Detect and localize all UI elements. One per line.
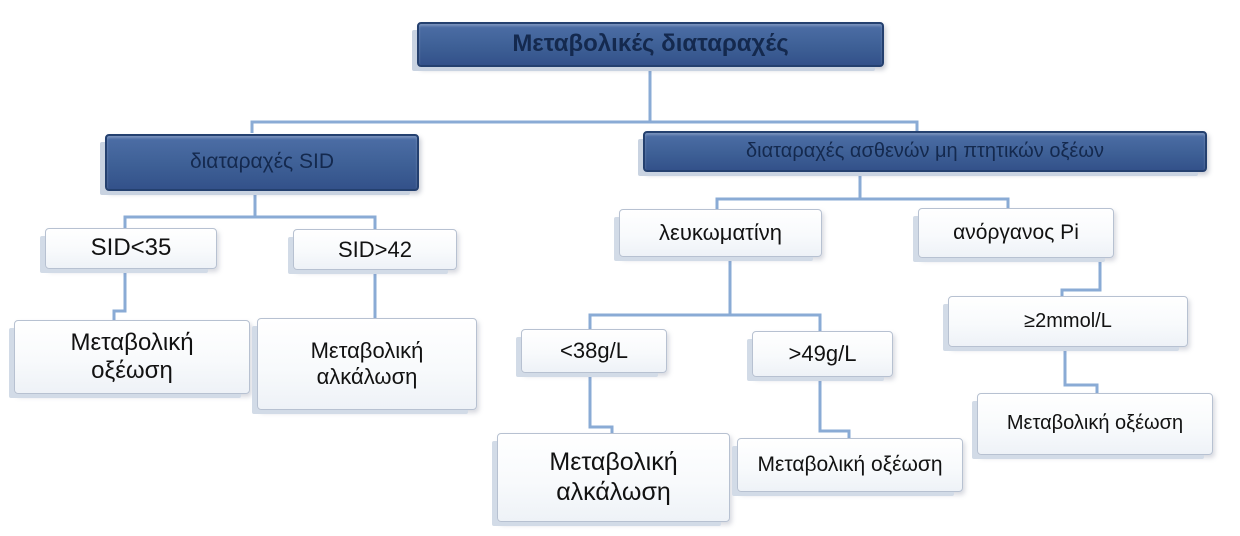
- connector: [123, 215, 377, 230]
- node-metabolic-acidosis-sid: Μεταβολική οξέωση: [14, 320, 250, 394]
- node-label: Μεταβολική οξέωση: [70, 328, 194, 384]
- node-inorganic-pi: ανόργανος Pi: [918, 208, 1114, 258]
- connector: [112, 269, 127, 321]
- connector: [715, 197, 1010, 209]
- node-label: λευκωματίνη: [659, 220, 782, 246]
- node-label: Μεταβολική οξέωση: [1006, 412, 1184, 435]
- node-metabolic-disorders: Μεταβολικές διαταραχές: [417, 22, 884, 67]
- connector: [1063, 347, 1099, 394]
- node-albumin-greater-49: >49g/L: [752, 331, 893, 377]
- node-label: Μεταβολική αλκάλωση: [549, 448, 678, 506]
- node-label: Μεταβολικές διαταραχές: [512, 30, 789, 58]
- node-albumin: λευκωματίνη: [619, 209, 822, 257]
- node-weak-nonvolatile-acids-disorders: διαταραχές ασθενών μη πτητικών οξέων: [643, 131, 1207, 172]
- node-pi-geq-2mmol: ≥2mmol/L: [948, 296, 1188, 347]
- node-label: <38g/L: [560, 338, 628, 364]
- node-metabolic-alkalosis-albumin: Μεταβολική αλκάλωση: [497, 433, 730, 522]
- node-metabolic-alkalosis-sid: Μεταβολική αλκάλωση: [257, 318, 477, 410]
- connector: [588, 313, 822, 332]
- node-sid-less-35: SID<35: [45, 228, 217, 269]
- node-sid-disorders: διαταραχές SID: [105, 134, 419, 191]
- node-label: διαταραχές ασθενών μη πτητικών οξέων: [746, 139, 1104, 162]
- node-albumin-less-38: <38g/L: [521, 329, 667, 373]
- node-label: διαταραχές SID: [189, 150, 335, 174]
- node-label: Μεταβολική οξέωση: [757, 452, 943, 476]
- node-label: Μεταβολική αλκάλωση: [310, 338, 424, 389]
- connector: [1060, 259, 1102, 297]
- node-sid-greater-42: SID>42: [293, 229, 457, 270]
- node-label: >49g/L: [788, 341, 857, 367]
- node-label: SID<35: [90, 234, 172, 262]
- connector: [818, 378, 851, 439]
- connector: [250, 120, 919, 133]
- node-metabolic-acidosis-albumin: Μεταβολική οξέωση: [737, 438, 963, 492]
- node-label: ≥2mmol/L: [1024, 309, 1112, 332]
- connector: [588, 373, 614, 434]
- node-metabolic-acidosis-pi: Μεταβολική οξέωση: [977, 393, 1213, 455]
- node-label: ανόργανος Pi: [953, 220, 1079, 244]
- node-label: SID>42: [338, 236, 412, 262]
